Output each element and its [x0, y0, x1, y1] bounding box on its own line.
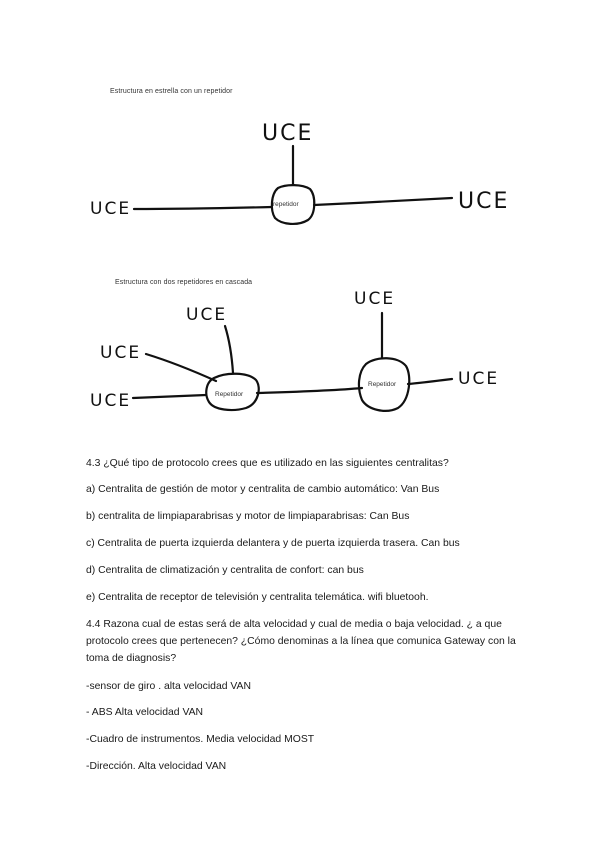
repeater-node — [270, 184, 316, 225]
answer-4-3-a: a) Centralita de gestión de motor y cent… — [86, 484, 440, 495]
answer-4-3-b: b) centralita de limpiaparabrisas y moto… — [86, 511, 410, 522]
question-4-4: 4.4 Razona cual de estas será de alta ve… — [86, 619, 516, 664]
diagram1-caption: Estructura en estrella con un repetidor — [110, 88, 233, 95]
repeater-label: repetidor — [273, 201, 299, 208]
node-uce-right: UCE — [458, 189, 509, 214]
repeater2-node — [357, 357, 411, 412]
repeater1-node — [205, 372, 260, 412]
answer-4-4-1: -sensor de giro . alta velocidad VAN — [86, 681, 251, 692]
star-diagram: repetidor UCE UCE UCE — [90, 121, 509, 225]
node-uce-top: UCE — [262, 121, 313, 146]
repeater1-label: Repetidor — [215, 391, 244, 398]
repeater2-label: Repetidor — [368, 381, 397, 388]
answer-4-3-c: c) Centralita de puerta izquierda delant… — [86, 538, 460, 549]
star-diagram-lines — [132, 144, 454, 211]
cascade-diagram-lines — [131, 311, 454, 400]
node-uce-e: UCE — [458, 369, 499, 389]
diagram2-caption: Estructura con dos repetidores en cascad… — [115, 279, 253, 286]
answer-4-3-d: d) Centralita de climatización y central… — [86, 565, 364, 576]
cascade-diagram: Repetidor Repetidor UCE UCE UCE UCE UCE — [90, 289, 499, 412]
node-uce-left: UCE — [90, 199, 131, 219]
answer-4-3-e: e) Centralita de receptor de televisión … — [86, 592, 429, 603]
node-uce-d: UCE — [354, 289, 395, 309]
question-4-3: 4.3 ¿Qué tipo de protocolo crees que es … — [86, 458, 449, 469]
answer-4-4-3: -Cuadro de instrumentos. Media velocidad… — [86, 734, 315, 745]
answer-4-4-4: -Dirección. Alta velocidad VAN — [86, 761, 227, 772]
answer-4-4-2: - ABS Alta velocidad VAN — [86, 707, 204, 718]
node-uce-b: UCE — [100, 343, 141, 363]
node-uce-a: UCE — [186, 305, 227, 325]
node-uce-c: UCE — [90, 391, 131, 411]
